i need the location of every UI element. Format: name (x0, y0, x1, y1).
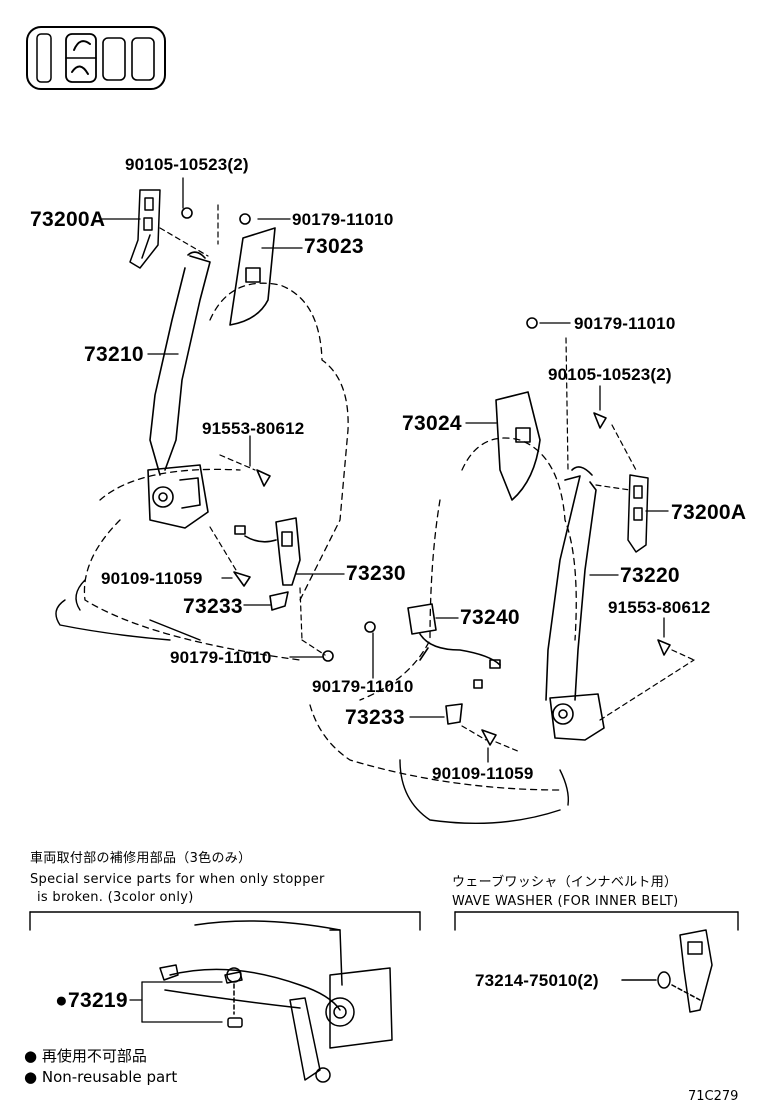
right-seat-base (399, 759, 570, 825)
special-parts-note-en-2: is broken. (3color only) (37, 890, 194, 905)
left-dashed-guides (159, 204, 326, 656)
special-parts-bracket (29, 911, 421, 931)
left-buckle (234, 517, 301, 586)
label-73023: 73023 (304, 235, 364, 258)
left-bolts (181, 207, 334, 662)
legend-non-reusable-en: ● Non-reusable part (24, 1068, 178, 1086)
left-seat-outline (83, 282, 349, 661)
73219-bracket (129, 981, 223, 1023)
left-shoulder-anchor-adjuster (129, 189, 161, 269)
label-73233-left: 73233 (183, 595, 243, 618)
label-90105-right: 90105-10523(2) (548, 365, 672, 384)
right-seat-outline (309, 437, 577, 791)
right-bolts (364, 317, 671, 746)
figure-code: 71C279 (688, 1089, 739, 1104)
label-73210: 73210 (84, 343, 144, 366)
label-90179-mid: 90179-11010 (312, 677, 414, 696)
label-73233-right: 73233 (345, 706, 405, 729)
label-90109-right: 90109-11059 (432, 764, 534, 783)
label-90179-top-left: 90179-11010 (292, 210, 394, 229)
wave-washer-note-jp: ウェーブワッシャ（インナベルト用） (452, 875, 678, 890)
legend-non-reusable-jp: ● 再使用不可部品 (24, 1047, 147, 1065)
left-retractor (147, 464, 209, 529)
wave-washer-note-en: WAVE WASHER (FOR INNER BELT) (452, 894, 679, 909)
right-buckle (407, 603, 501, 689)
label-leader-lines (101, 177, 669, 763)
right-dashed-guides (461, 337, 695, 753)
label-73240: 73240 (460, 606, 520, 629)
label-91553-left: 91553-80612 (202, 419, 305, 438)
stopper-detail-drawing (159, 920, 393, 1083)
right-retractor (549, 693, 605, 741)
left-stopper (269, 591, 289, 611)
left-pillar-trim (229, 227, 276, 326)
label-73230: 73230 (346, 562, 406, 585)
special-parts-note-jp: 車両取付部の補修用部品（3色のみ） (30, 851, 252, 866)
label-73024: 73024 (402, 412, 462, 435)
left-shoulder-belt (149, 251, 211, 476)
label-90179-top-right: 90179-11010 (574, 314, 676, 333)
label-90105-left: 90105-10523(2) (125, 155, 249, 174)
label-91553-right: 91553-80612 (608, 598, 711, 617)
right-stopper (445, 703, 463, 725)
wave-washer-detail-drawing (621, 929, 713, 1013)
label-73214: 73214-75010(2) (475, 971, 599, 990)
left-seat-base (55, 579, 201, 641)
right-shoulder-belt (545, 466, 597, 701)
label-73200a-right: 73200A (671, 501, 747, 524)
label-73220: 73220 (620, 564, 680, 587)
right-shoulder-anchor-adjuster (627, 474, 649, 553)
label-90179-bottom-left: 90179-11010 (170, 648, 272, 667)
special-parts-note-en-1: Special service parts for when only stop… (30, 872, 325, 887)
label-73200a-left: 73200A (30, 208, 106, 231)
right-pillar-trim (495, 391, 541, 501)
seat-position-icon (26, 26, 166, 90)
label-73219: ●73219 (55, 989, 128, 1012)
wave-washer-bracket (454, 911, 739, 931)
label-90109-left: 90109-11059 (101, 569, 203, 588)
